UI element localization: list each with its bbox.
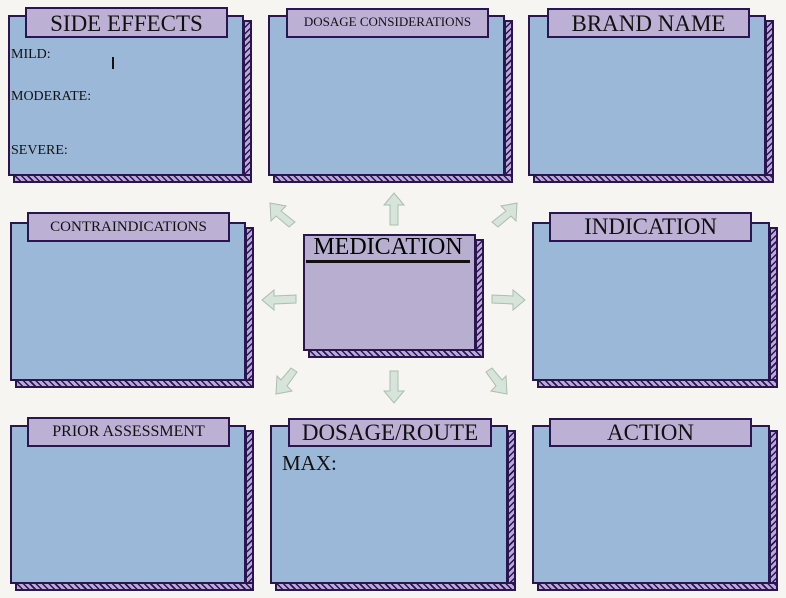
arrow-up-right-icon [491,202,518,228]
dosage-route-panel: MAX: [270,425,516,591]
arrow-down-right-icon [485,367,508,395]
prior-assessment-panel [10,425,254,591]
arrow-down-left-icon [275,367,298,395]
prior-assessment-title: PRIOR ASSESSMENT [27,417,230,447]
brand-name-panel [528,15,774,183]
contraindications-title: CONTRAINDICATIONS [27,212,230,242]
indication-title: INDICATION [549,212,752,242]
dosage-considerations-title: DOSAGE CONSIDERATIONS [286,8,489,38]
indication-panel [532,222,778,388]
action-panel [532,425,778,591]
arrow-down-icon [382,370,406,404]
dosage-considerations-panel [268,15,513,183]
arrow-right-icon [491,288,526,312]
medication-title: MEDICATION [306,234,470,263]
arrow-left-icon [261,288,297,312]
contraindications-panel [10,222,254,388]
action-title: ACTION [549,418,752,447]
mild-label: MILD: [11,47,51,62]
brand-name-title: BRAND NAME [547,8,750,38]
max-label: MAX: [282,451,337,475]
arrow-up-icon [382,192,406,226]
medication-panel: MEDICATION [303,234,484,358]
side-effects-title: SIDE EFFECTS [25,7,228,38]
side-effects-panel: MILD: MODERATE: SEVERE: [8,15,252,183]
text-cursor[interactable] [112,57,114,69]
arrow-up-left-icon [269,202,296,228]
moderate-label: MODERATE: [11,89,92,104]
severe-label: SEVERE: [11,143,68,158]
dosage-route-title: DOSAGE/ROUTE [288,418,492,447]
